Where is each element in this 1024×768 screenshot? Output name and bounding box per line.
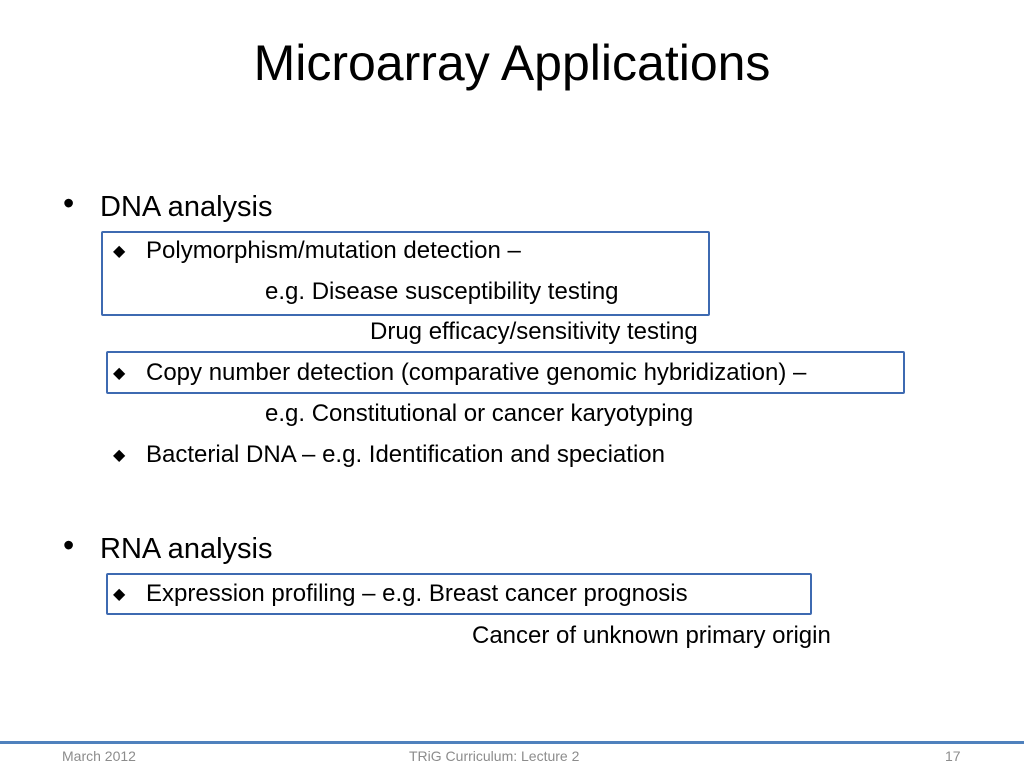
list-item-continuation: e.g. Constitutional or cancer karyotypin… xyxy=(265,400,694,427)
list-item-continuation: e.g. Disease susceptibility testing xyxy=(265,278,619,305)
list-item-polymorphism: ◆ Polymorphism/mutation detection – xyxy=(113,236,521,266)
bullet-icon: • xyxy=(63,185,75,221)
diamond-bullet-icon: ◆ xyxy=(113,243,126,260)
list-item-continuation: Cancer of unknown primary origin xyxy=(472,622,831,649)
section-heading-rna: • RNA analysis xyxy=(63,527,273,567)
diamond-bullet-icon: ◆ xyxy=(113,586,126,603)
list-item-expression-profiling: ◆ Expression profiling – e.g. Breast can… xyxy=(113,579,688,609)
page-number: 17 xyxy=(945,748,961,764)
diamond-bullet-icon: ◆ xyxy=(113,447,126,464)
highlight-box-expression xyxy=(106,573,812,615)
list-item-label: Polymorphism/mutation detection – xyxy=(146,237,521,264)
highlight-box-polymorphism xyxy=(101,231,710,316)
list-item-label: Copy number detection (comparative genom… xyxy=(146,359,807,386)
footer-divider xyxy=(0,741,1024,744)
section-heading-label: RNA analysis xyxy=(100,533,273,565)
slide-title: Microarray Applications xyxy=(253,35,771,91)
list-item-bacterial-dna: ◆ Bacterial DNA – e.g. Identification an… xyxy=(113,440,665,470)
list-item-continuation: Drug efficacy/sensitivity testing xyxy=(370,318,698,345)
section-heading-dna: • DNA analysis xyxy=(63,185,273,225)
footer-date: March 2012 xyxy=(62,748,136,764)
diamond-bullet-icon: ◆ xyxy=(113,365,126,382)
highlight-box-copy-number xyxy=(106,351,905,394)
list-item-copy-number: ◆ Copy number detection (comparative gen… xyxy=(113,358,807,388)
footer-title: TRiG Curriculum: Lecture 2 xyxy=(409,748,580,764)
bullet-icon: • xyxy=(63,527,75,563)
list-item-label: Expression profiling – e.g. Breast cance… xyxy=(146,580,688,607)
section-heading-label: DNA analysis xyxy=(100,191,273,223)
list-item-label: Bacterial DNA – e.g. Identification and … xyxy=(146,441,665,468)
